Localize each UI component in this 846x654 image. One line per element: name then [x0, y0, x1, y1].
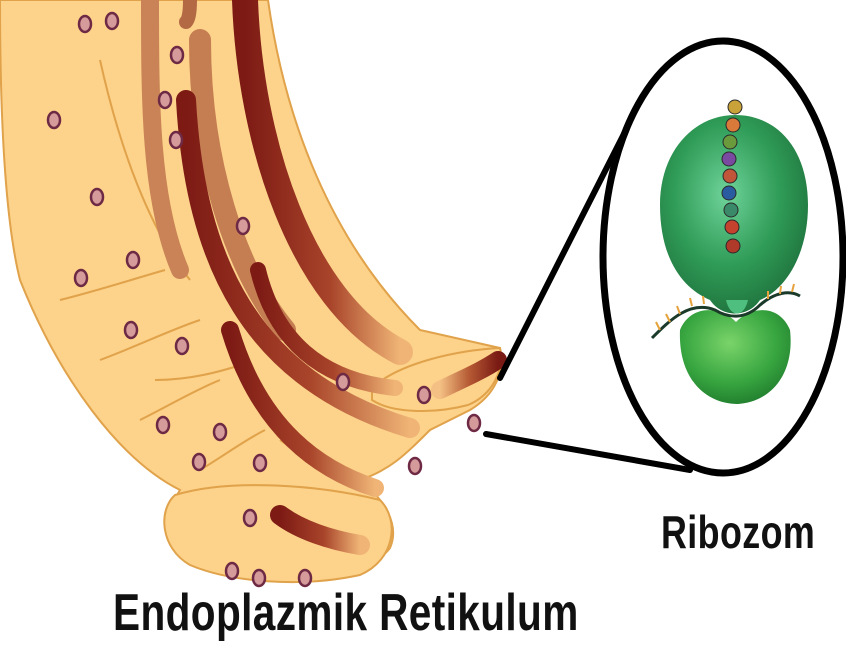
- ribosome-dot: [418, 387, 430, 403]
- ribosome-dot: [75, 270, 87, 286]
- ribosome-dot: [157, 417, 169, 433]
- ribosome-dot: [171, 47, 183, 63]
- ribosome-dot: [226, 563, 238, 579]
- ribosome-label: Ribozom: [661, 505, 815, 559]
- ribosome-dot: [48, 112, 60, 128]
- ribosome-dot: [214, 424, 226, 440]
- ribosome-dot: [237, 218, 249, 234]
- ribosome-dot: [244, 510, 256, 526]
- ribosome-dot: [176, 338, 188, 354]
- ribosome-dot: [106, 13, 118, 29]
- ribosome-dot: [337, 374, 349, 390]
- ribosome-dot: [125, 322, 137, 338]
- ribosome-dot: [254, 455, 266, 471]
- ribosome-dot: [468, 415, 480, 431]
- ribosome-dot: [409, 458, 421, 474]
- ribosome-dot: [91, 189, 103, 205]
- organelle-label: Endoplazmik Retikulum: [113, 583, 579, 643]
- ribosome-dot: [79, 16, 91, 32]
- ribosome-dot: [127, 252, 139, 268]
- ribosome-dot: [159, 92, 171, 108]
- ribosome-dot: [193, 454, 205, 470]
- er-lower-sac: [164, 485, 391, 582]
- ribosome-dot: [170, 132, 182, 148]
